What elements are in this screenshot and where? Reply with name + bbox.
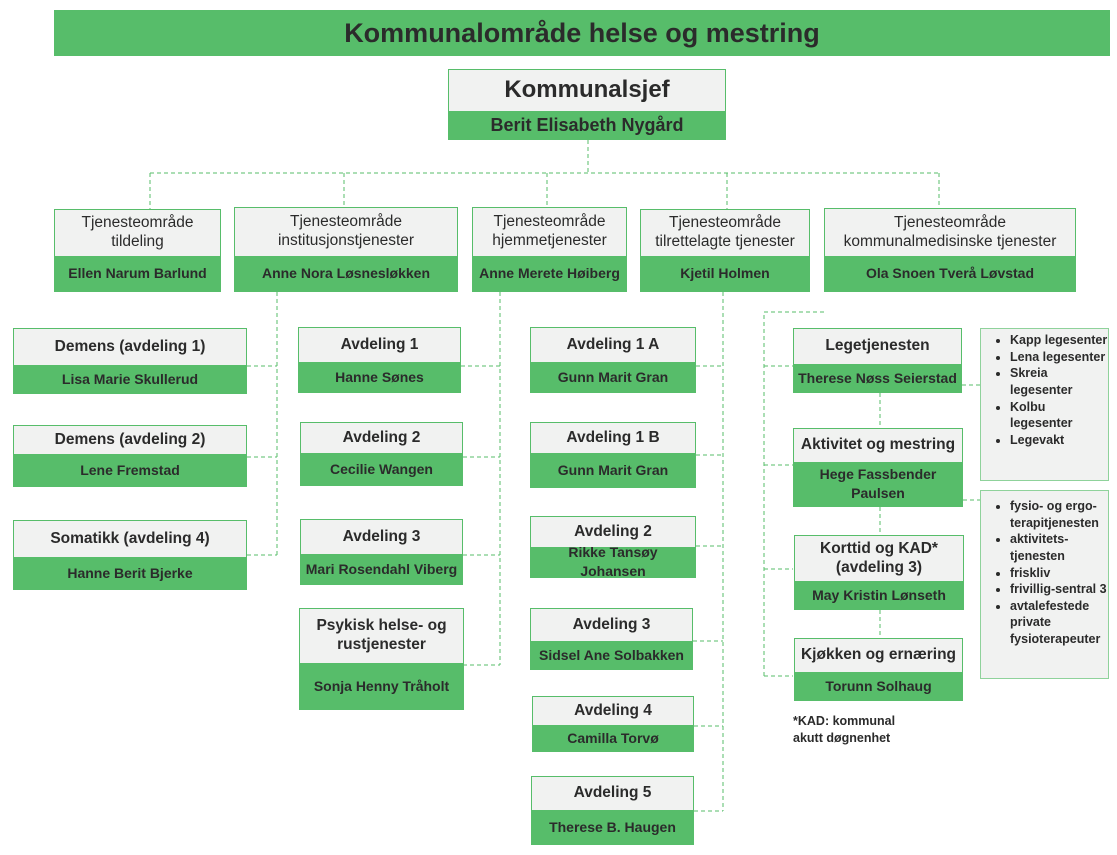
unit-box: Kjøkken og ernæring Torunn Solhaug <box>794 638 963 701</box>
unit-leader: Mari Rosendahl Viberg <box>301 554 462 584</box>
unit-box: Avdeling 2 Rikke Tansøy Johansen <box>530 516 696 579</box>
unit-leader: Therese Nøss Seierstad <box>794 364 961 392</box>
unit-title: Avdeling 1 <box>340 335 419 353</box>
unit-leader: Sonja Henny Tråholt <box>300 663 463 709</box>
area-leader: Kjetil Holmen <box>641 256 809 291</box>
area-box-tilrettelagt: Tjenesteområde tilrettelagte tjenester K… <box>640 209 810 292</box>
unit-box: Demens (avdeling 1) Lisa Marie Skullerud <box>13 328 247 394</box>
chief-name: Berit Elisabeth Nygård <box>449 111 725 139</box>
unit-box: Avdeling 1 B Gunn Marit Gran <box>530 422 696 488</box>
area-leader: Ola Snoen Tverå Løvstad <box>825 256 1075 291</box>
list-item: avtalefestede private fysioterapeuter <box>1010 598 1108 648</box>
unit-title: Korttid og KAD* (avdeling 3) <box>820 539 938 576</box>
unit-title: Avdeling 4 <box>574 701 652 719</box>
unit-box: Avdeling 4 Camilla Torvø <box>532 696 694 752</box>
unit-title: Avdeling 3 <box>342 527 421 545</box>
unit-leader: May Kristin Lønseth <box>795 581 963 609</box>
unit-box: Psykisk helse- og rustjenester Sonja Hen… <box>299 608 464 710</box>
unit-leader: Hege Fassbender Paulsen <box>794 462 962 506</box>
list-item: aktivitets-tjenesten <box>1010 531 1108 564</box>
page-title: Kommunalområde helse og mestring <box>54 10 1110 56</box>
list-item: Kapp legesenter <box>1010 332 1108 349</box>
unit-box: Avdeling 1 A Gunn Marit Gran <box>530 327 696 393</box>
chief-title: Kommunalsjef <box>504 76 670 104</box>
unit-leader: Sidsel Ane Solbakken <box>531 641 692 669</box>
area-title: Tjenesteområde hjemmetjenester <box>492 213 607 249</box>
unit-title: Somatikk (avdeling 4) <box>50 529 210 547</box>
unit-box: Avdeling 2 Cecilie Wangen <box>300 422 463 486</box>
aktivitet-list: fysio- og ergo-terapitjenesten aktivitet… <box>980 490 1109 679</box>
unit-leader: Lisa Marie Skullerud <box>14 365 246 393</box>
list-item: Lena legesenter <box>1010 349 1108 366</box>
unit-box: Avdeling 1 Hanne Sønes <box>298 327 461 393</box>
unit-box: Legetjenesten Therese Nøss Seierstad <box>793 328 962 393</box>
unit-box: Avdeling 3 Sidsel Ane Solbakken <box>530 608 693 670</box>
unit-title: Kjøkken og ernæring <box>800 646 957 664</box>
chief-box: Kommunalsjef Berit Elisabeth Nygård <box>448 69 726 140</box>
unit-box: Avdeling 5 Therese B. Haugen <box>531 776 694 845</box>
unit-title: Avdeling 5 <box>573 784 652 802</box>
unit-box: Aktivitet og mestring Hege Fassbender Pa… <box>793 428 963 507</box>
unit-leader: Gunn Marit Gran <box>531 362 695 392</box>
area-leader: Anne Merete Høiberg <box>473 256 626 291</box>
unit-leader: Torunn Solhaug <box>795 672 962 700</box>
list-item: Skreia legesenter <box>1010 365 1108 398</box>
list-item: friskliv <box>1010 565 1108 582</box>
unit-box: Somatikk (avdeling 4) Hanne Berit Bjerke <box>13 520 247 590</box>
unit-title: Legetjenesten <box>825 337 930 355</box>
unit-box: Korttid og KAD* (avdeling 3) May Kristin… <box>794 535 964 610</box>
unit-title: Avdeling 2 <box>342 428 421 446</box>
unit-title: Demens (avdeling 2) <box>54 430 206 448</box>
area-title: Tjenesteområde institusjonstjenester <box>277 213 415 249</box>
area-leader: Ellen Narum Barlund <box>55 256 220 291</box>
area-title: Tjenesteområde tilrettelagte tjenester <box>655 214 795 250</box>
area-box-hjemme: Tjenesteområde hjemmetjenester Anne Mere… <box>472 207 627 292</box>
unit-leader: Gunn Marit Gran <box>531 453 695 487</box>
area-box-kommunalmed: Tjenesteområde kommunalmedisinske tjenes… <box>824 208 1076 292</box>
unit-leader: Hanne Berit Bjerke <box>14 557 246 589</box>
unit-box: Demens (avdeling 2) Lene Fremstad <box>13 425 247 487</box>
list-item: fysio- og ergo-terapitjenesten <box>1010 498 1108 531</box>
unit-title: Aktivitet og mestring <box>800 436 956 454</box>
area-box-tildeling: Tjenesteområde tildeling Ellen Narum Bar… <box>54 209 221 292</box>
unit-leader: Hanne Sønes <box>299 362 460 392</box>
area-leader: Anne Nora Løsnesløkken <box>235 256 457 291</box>
area-box-institusjon: Tjenesteområde institusjonstjenester Ann… <box>234 207 458 292</box>
unit-title: Psykisk helse- og rustjenester <box>316 617 447 653</box>
area-title: Tjenesteområde tildeling <box>81 214 194 250</box>
unit-box: Avdeling 3 Mari Rosendahl Viberg <box>300 519 463 585</box>
area-title: Tjenesteområde kommunalmedisinske tjenes… <box>843 213 1057 250</box>
unit-title: Avdeling 1 B <box>566 428 660 446</box>
unit-leader: Camilla Torvø <box>533 725 693 751</box>
legetjenesten-list: Kapp legesenter Lena legesenter Skreia l… <box>980 328 1109 481</box>
unit-leader: Lene Fremstad <box>14 454 246 486</box>
unit-title: Avdeling 1 A <box>566 335 660 353</box>
unit-leader: Rikke Tansøy Johansen <box>531 544 695 579</box>
unit-leader: Therese B. Haugen <box>532 810 693 844</box>
unit-leader: Cecilie Wangen <box>301 453 462 485</box>
list-item: Legevakt <box>1010 432 1108 449</box>
footnote: *KAD: kommunal akutt døgnenhet <box>793 714 896 745</box>
list-item: Kolbu legesenter <box>1010 399 1108 432</box>
unit-title: Demens (avdeling 1) <box>54 337 206 355</box>
unit-title: Avdeling 3 <box>572 615 651 633</box>
unit-title: Avdeling 2 <box>574 522 652 540</box>
list-item: frivillig-sentral 3 <box>1010 581 1108 598</box>
